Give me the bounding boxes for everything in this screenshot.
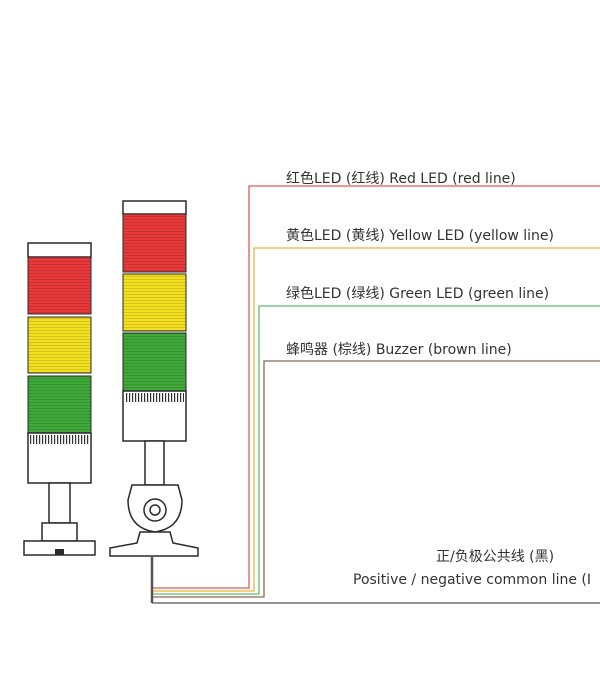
common-line-labels: 正/负极公共线 (黑) Positive / negative common l… [353, 549, 591, 588]
label-green-led: 绿色LED (绿线) Green LED (green line) [286, 285, 549, 302]
wire-labels: 红色LED (红线) Red LED (red line) 黄色LED (黄线)… [286, 170, 554, 358]
tower-left-pole [48, 482, 71, 524]
wire-yellow [152, 247, 600, 592]
tower-right-grille [125, 393, 184, 402]
label-common-en: Positive / negative common line (I [353, 572, 591, 588]
tower-left-grille [30, 435, 89, 444]
tower-left-cap [27, 242, 92, 258]
label-buzzer: 蜂鸣器 (棕线) Buzzer (brown line) [286, 341, 512, 358]
wire-brown [152, 360, 600, 598]
tower-right-bolt-inner [149, 504, 161, 516]
wire-green [152, 305, 600, 595]
label-yellow-led: 黄色LED (黄线) Yellow LED (yellow line) [286, 227, 554, 244]
wire-red [152, 185, 600, 589]
tower-right-base [109, 531, 199, 557]
tower-left [23, 242, 96, 556]
label-common-cn: 正/负极公共线 (黑) [436, 549, 554, 565]
wires [150, 185, 600, 604]
tower-right [109, 200, 199, 557]
tower-left-foot [55, 549, 64, 555]
label-red-led: 红色LED (红线) Red LED (red line) [286, 170, 516, 187]
tower-left-collar [41, 522, 78, 542]
tower-right-cap [122, 200, 187, 215]
tower-right-pole [144, 440, 165, 486]
